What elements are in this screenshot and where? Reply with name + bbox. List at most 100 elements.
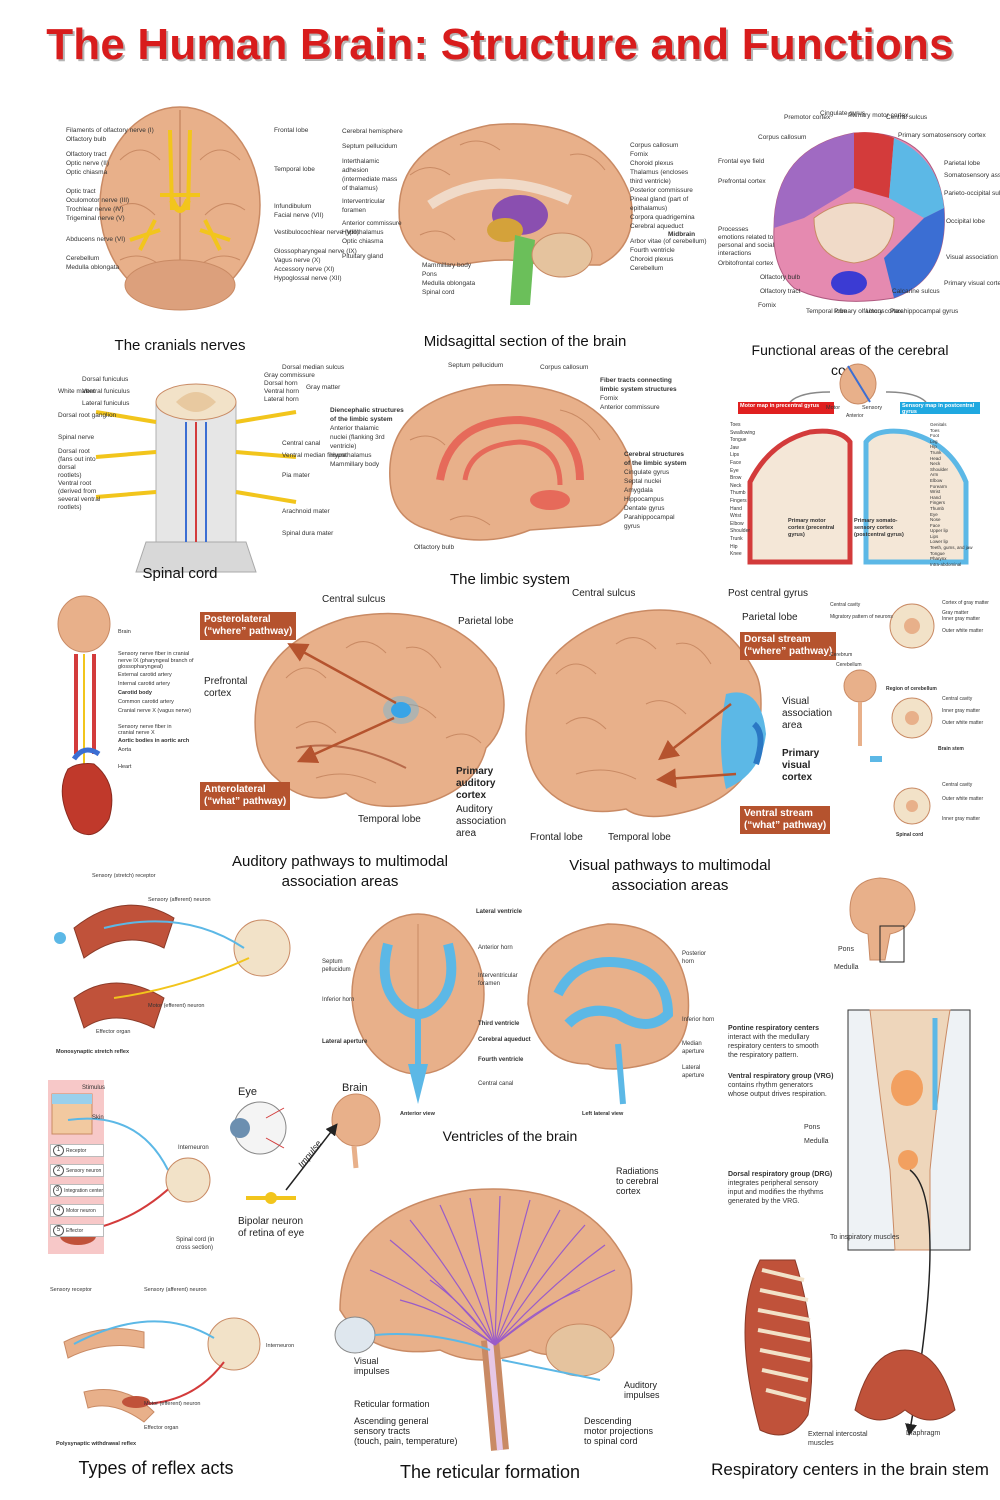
- label: Pontine respiratory centers: [728, 1025, 820, 1032]
- label: Ventral respiratory group (VRG): [728, 1073, 834, 1080]
- section-label: Inner gray matter: [942, 816, 981, 822]
- label: Vagus nerve (X): [274, 257, 321, 264]
- caption-cranial-nerves: The cranials nerves: [114, 337, 246, 354]
- ventricle-label: Septum pellucidum: [322, 959, 351, 973]
- caption-visual: Visual pathways to multimodal associatio…: [540, 856, 800, 896]
- stretch-reflex-illustration: [54, 904, 291, 1029]
- label: Visual: [354, 1356, 379, 1366]
- sensory-part-label: Shoulder: [930, 466, 949, 472]
- label: Eye: [238, 1086, 257, 1098]
- label: to cerebral: [616, 1176, 659, 1186]
- label: Orbitofrontal cortex: [718, 260, 774, 267]
- label: Internal carotid artery: [118, 680, 170, 687]
- label: White matter: [58, 388, 95, 395]
- section-label: Inner gray matter: [942, 616, 981, 622]
- label: Filaments of olfactory nerve (I): [66, 127, 154, 134]
- label: Dorsal median sulcus: [282, 364, 345, 371]
- caption-respiratory: Respiratory centers in the brain stem: [711, 1460, 989, 1479]
- label: Infundibulum: [274, 203, 312, 210]
- label: Medulla: [834, 964, 859, 971]
- motor-part-label: Hip: [730, 543, 738, 550]
- label: Parietal lobe: [742, 612, 798, 623]
- label: Parietal lobe: [944, 160, 981, 167]
- label: association: [782, 708, 833, 719]
- label: External carotid artery: [118, 671, 172, 678]
- auditory-brain-illustration: [254, 612, 505, 808]
- section-label: Outer white matter: [942, 628, 984, 634]
- step-label: Sensory neuron: [66, 1167, 102, 1174]
- label: (“what” pathway): [204, 796, 287, 807]
- label: Carotid body: [118, 689, 152, 696]
- panel-spinal-cord: Dorsal median sulcus Dorsal funiculus Gr…: [56, 362, 346, 573]
- caption-limbic: The limbic system: [449, 571, 571, 588]
- caption-line: Visual pathways to multimodal: [569, 857, 771, 874]
- homunculus-illustration: [738, 363, 980, 565]
- radiation-line: [429, 1279, 496, 1346]
- label: Parahippocampal gyrus: [890, 308, 959, 315]
- motor-part-label: Lips: [730, 452, 740, 459]
- eye-pathway-illustration: [230, 1093, 381, 1204]
- step-label: Integration center: [64, 1187, 103, 1194]
- motor-part-label: Face: [730, 459, 742, 466]
- label: Motor (efferent) neuron: [148, 1003, 205, 1009]
- label: Dorsal stream: [744, 634, 811, 645]
- label: Cerebellum: [66, 255, 100, 262]
- label: Temporal lobe: [608, 832, 671, 843]
- radiation-line: [494, 1289, 581, 1346]
- ventricle-label: Fourth ventricle: [478, 1057, 524, 1063]
- label: Interneuron: [266, 1343, 295, 1349]
- sensory-part-label: Neck: [930, 461, 941, 467]
- label: Corpora quadrigemina: [630, 214, 695, 221]
- label: Reticular formation: [354, 1399, 430, 1409]
- label: Optic chiasma: [66, 169, 108, 176]
- label: Spinal cord: [422, 289, 455, 296]
- label: Sensory: [862, 405, 883, 411]
- label: auditory: [456, 778, 496, 789]
- label: Glossopharyngeal nerve (IX): [274, 248, 357, 255]
- label: Optic tract: [66, 188, 96, 195]
- label: Sensory (afferent) neuron: [148, 897, 211, 903]
- label: Stimulus: [82, 1085, 106, 1091]
- motor-part-label: Wrist: [730, 513, 742, 520]
- cranial-brain-illustration: [99, 106, 261, 311]
- label: Sensory nerve fiber in cranial nerve X: [118, 723, 172, 737]
- label: Frontal lobe: [530, 832, 583, 843]
- label: Optic chiasma: [342, 238, 384, 245]
- label: Somatosensory association cortex: [944, 172, 1000, 179]
- step-number: 2: [53, 1165, 64, 1176]
- label: interact with the medullary: [728, 1034, 810, 1041]
- sensory-part-label: Thumb: [930, 505, 945, 511]
- label: sensory tracts: [354, 1426, 411, 1436]
- label: Temporal lobe: [274, 166, 315, 173]
- radiation-line: [494, 1224, 586, 1346]
- label: Anterior: [846, 413, 864, 419]
- radiation-line: [494, 1199, 531, 1346]
- label: Vestibulocochlear nerve (VIII): [274, 229, 359, 236]
- label: Mammillary body: [330, 461, 380, 468]
- label: Visual association area: [946, 254, 1000, 261]
- sensory-part-label: Nose: [930, 517, 941, 523]
- label: Skin: [92, 1115, 104, 1121]
- sensory-part-label: Intra-abdominal: [930, 561, 962, 567]
- sensory-part-label: Leg: [930, 438, 938, 444]
- ventral-stream-box: Ventral stream (“what” pathway): [740, 806, 831, 834]
- label: Facial nerve (VII): [274, 212, 324, 219]
- label: area: [456, 828, 477, 839]
- label: Ventral stream: [744, 808, 813, 819]
- label: Mammillary body: [422, 262, 472, 269]
- step-label: Receptor: [66, 1147, 87, 1154]
- radiation-line: [399, 1299, 496, 1346]
- label: Oculomotor nerve (III): [66, 197, 130, 204]
- step-number: 1: [53, 1145, 64, 1156]
- label: Dorsal horn: [264, 380, 298, 387]
- label: Descending: [584, 1416, 632, 1426]
- label: (“where” pathway): [744, 646, 833, 657]
- label: the respiratory pattern.: [728, 1052, 799, 1059]
- label: Dorsal respiratory group (DRG): [728, 1171, 833, 1178]
- label: motor projections: [584, 1426, 654, 1436]
- withdrawal-reflex-illustration: [63, 1317, 261, 1423]
- spinal-cord-illustration: [95, 383, 297, 573]
- caption-line: association areas: [281, 873, 399, 890]
